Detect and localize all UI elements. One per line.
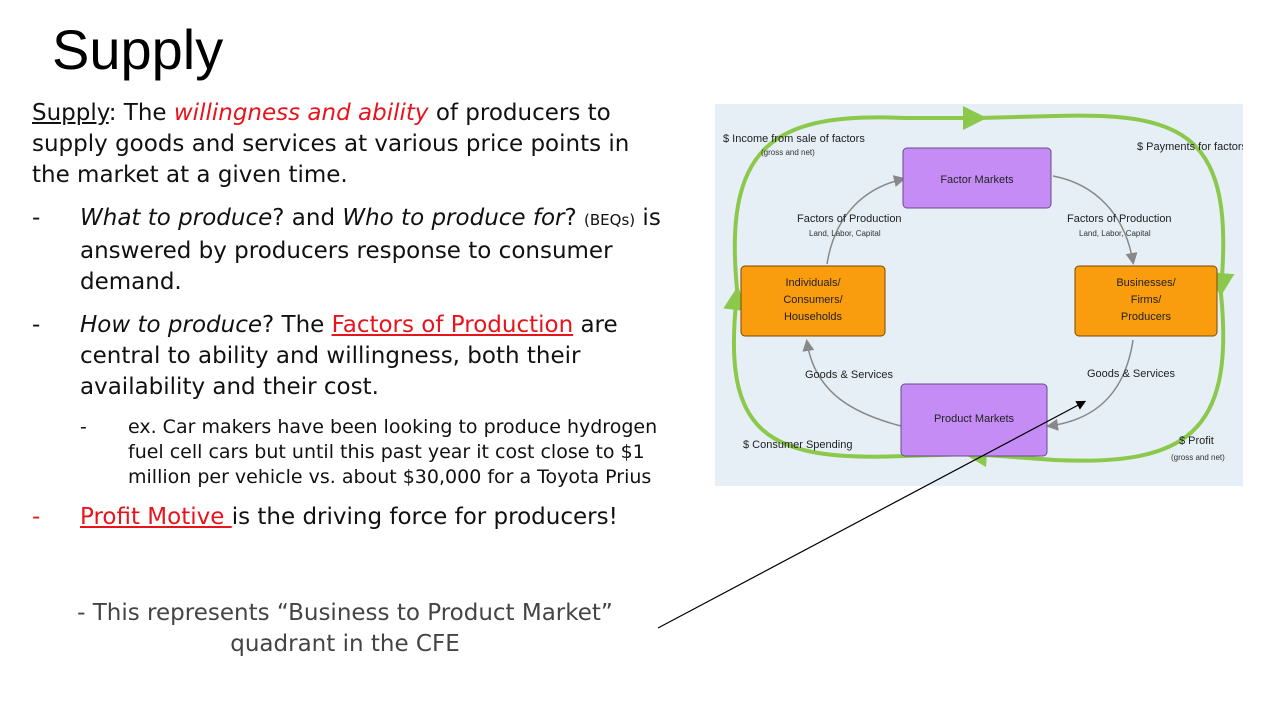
profit-motive-link[interactable]: Profit Motive (80, 504, 232, 530)
svg-text:Individuals/: Individuals/ (785, 277, 841, 289)
svg-text:Land, Labor, Capital: Land, Labor, Capital (1079, 229, 1151, 238)
goods-left-label: Goods & Services (805, 369, 894, 381)
slide-title: Supply (52, 18, 224, 81)
households-box (740, 265, 886, 337)
factors-right-label: Factors of Production (1067, 213, 1172, 225)
definition-highlight: willingness and ability (173, 100, 429, 126)
svg-text:Consumers/: Consumers/ (783, 294, 843, 306)
payments-label: $ Payments for factors (1137, 141, 1243, 153)
svg-text:(gross and net): (gross and net) (761, 148, 815, 157)
svg-text:(gross and net): (gross and net) (1171, 453, 1225, 462)
goods-right-label: Goods & Services (1087, 368, 1176, 380)
bullet-profit: - Profit Motive is the driving force for… (32, 504, 618, 530)
spending-label: $ Consumer Spending (743, 439, 852, 451)
product-markets-label: Product Markets (934, 413, 1015, 425)
slide-content: Supply: The willingness and ability of p… (32, 98, 662, 545)
bullet-how: - How to produce? The Factors of Product… (32, 312, 618, 400)
definition-term: Supply (32, 100, 109, 126)
beqs-tag: (BEQs) (584, 211, 636, 229)
subbullet-example: - ex. Car makers have been looking to pr… (80, 416, 658, 488)
factors-left-label: Factors of Production (797, 213, 902, 225)
bullet-what-who: - What to produce? and Who to produce fo… (32, 205, 661, 295)
supply-definition: Supply: The willingness and ability of p… (32, 100, 630, 188)
svg-text:Firms/: Firms/ (1131, 294, 1162, 306)
profit-flow-line (963, 292, 1226, 468)
factors-right-arrow (1052, 175, 1138, 265)
svg-text:Businesses/: Businesses/ (1116, 277, 1176, 289)
factor-markets-box (902, 147, 1052, 209)
factors-of-production-link[interactable]: Factors of Production (331, 312, 574, 338)
svg-text:Land, Labor, Capital: Land, Labor, Capital (809, 229, 881, 238)
businesses-box (1074, 265, 1218, 337)
circular-flow-svg: Factor Markets Product Markets Individua… (715, 104, 1243, 486)
payments-flow-line (977, 113, 1235, 297)
income-flow-line (732, 106, 987, 291)
svg-text:Producers: Producers (1121, 311, 1172, 323)
factor-markets-label: Factor Markets (940, 174, 1014, 186)
circular-flow-diagram: Factor Markets Product Markets Individua… (715, 104, 1243, 486)
income-label: $ Income from sale of factors (723, 133, 865, 145)
svg-text:Households: Households (784, 311, 843, 323)
profit-label: $ Profit (1179, 435, 1214, 447)
cfe-note: - This represents “Business to Product M… (77, 600, 613, 657)
factors-left-arrow (826, 175, 906, 265)
